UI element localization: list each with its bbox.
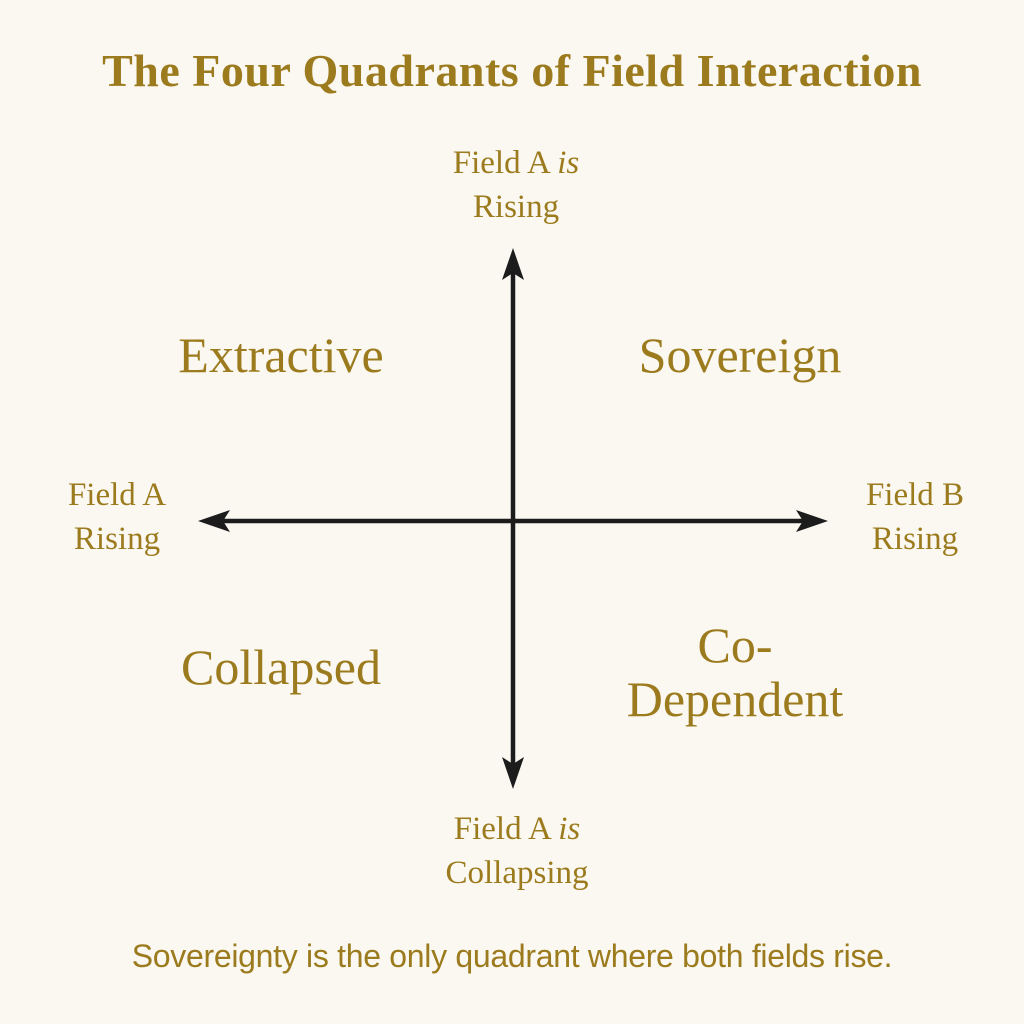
arrow-up-icon bbox=[502, 248, 524, 280]
quadrant-label-co-dependent-line2: Dependent bbox=[626, 671, 844, 727]
quadrant-label-co-dependent: Co- Dependent bbox=[627, 618, 844, 726]
caption-text: Sovereignty is the only quadrant where b… bbox=[131, 938, 893, 974]
arrow-right-icon bbox=[796, 510, 828, 532]
arrow-left-icon bbox=[198, 510, 230, 532]
quadrant-label-extractive: Extractive bbox=[178, 327, 384, 383]
axis-label-left-line1: Field A bbox=[67, 477, 167, 513]
axis-label-right-line1: Field B bbox=[865, 477, 965, 513]
quadrant-label-sovereign: Sovereign bbox=[638, 327, 842, 383]
quadrant-label-collapsed: Collapsed bbox=[181, 639, 381, 695]
axis-label-bottom: Field A is Collapsing bbox=[445, 808, 588, 895]
axis-label-right: Field B Rising bbox=[866, 474, 964, 561]
axis-label-top: Field A is Rising bbox=[453, 142, 580, 229]
axis-label-top-line1: Field A is bbox=[452, 145, 580, 181]
axis-label-top-line2: Rising bbox=[472, 188, 560, 225]
axis-label-bottom-line1: Field A is bbox=[453, 811, 581, 847]
axis-label-right-line2: Rising bbox=[871, 520, 959, 557]
axis-label-bottom-line2: Collapsing bbox=[445, 854, 589, 891]
axis-label-left: Field A Rising bbox=[68, 474, 166, 561]
page-title: The Four Quadrants of Field Interaction bbox=[102, 45, 922, 96]
arrow-down-icon bbox=[502, 757, 524, 789]
axis-label-left-line2: Rising bbox=[73, 520, 161, 557]
quadrant-label-co-dependent-line1: Co- bbox=[697, 617, 773, 673]
